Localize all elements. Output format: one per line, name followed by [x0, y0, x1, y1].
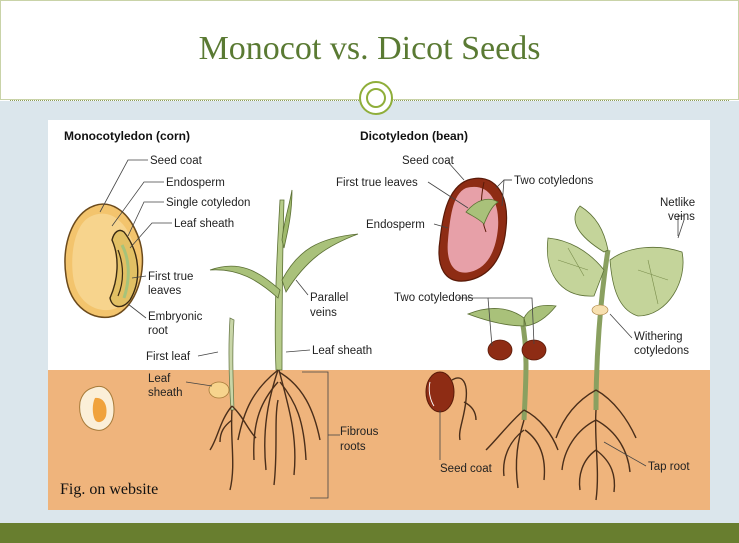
corn-kernel [65, 204, 143, 317]
bean-small-seed [426, 372, 454, 412]
label-withering-cotyledons-2: cotyledons [634, 345, 689, 357]
label-embryonic-root-1: Embryonic [148, 311, 203, 323]
label-monocot-leaf-sheath: Leaf sheath [174, 218, 234, 230]
label-parallel-veins-2: veins [310, 307, 337, 319]
label-bottom-seed-coat: Seed coat [440, 463, 493, 475]
monocot-heading: Monocotyledon (corn) [64, 129, 190, 143]
label-small-leaf-sheath-2: sheath [148, 387, 183, 399]
label-parallel-veins-1: Parallel [310, 292, 348, 304]
label-withering-cotyledons-1: Withering [634, 331, 683, 343]
label-single-cotyledon: Single cotyledon [166, 197, 250, 209]
label-dicot-two-cotyledons: Two cotyledons [514, 175, 594, 187]
label-seedling-two-cotyledons: Two cotyledons [394, 292, 474, 304]
label-small-leaf-sheath-1: Leaf [148, 373, 171, 385]
label-netlike-veins-2: veins [668, 211, 695, 223]
seedling-kernel [209, 382, 229, 398]
label-tap-root: Tap root [648, 461, 690, 473]
label-first-true-leaves-1: First true [148, 271, 193, 283]
label-embryonic-root-2: root [148, 325, 169, 337]
label-fibrous-roots-1: Fibrous [340, 426, 379, 438]
label-plant-leaf-sheath: Leaf sheath [312, 345, 372, 357]
small-corn-kernel [80, 386, 114, 430]
label-first-leaf: First leaf [146, 351, 191, 363]
label-monocot-seed-coat: Seed coat [150, 155, 203, 167]
label-dicot-endosperm: Endosperm [366, 219, 425, 231]
label-first-true-leaves-2: leaves [148, 285, 181, 297]
seed-diagram: Monocotyledon (corn) Dicotyledon (bean) … [48, 120, 710, 510]
dicot-heading: Dicotyledon (bean) [360, 129, 468, 143]
figure-caption: Fig. on website [60, 481, 158, 498]
withering-cotyledon [592, 305, 608, 315]
label-fibrous-roots-2: roots [340, 441, 366, 453]
label-monocot-endosperm: Endosperm [166, 177, 225, 189]
slide-title: Monocot vs. Dicot Seeds [0, 30, 739, 68]
label-netlike-veins-1: Netlike [660, 197, 695, 209]
label-dicot-seed-coat: Seed coat [402, 155, 455, 167]
ornament-inner-ring [366, 88, 386, 108]
seed-diagram-figure: Monocotyledon (corn) Dicotyledon (bean) … [48, 120, 710, 510]
divider-ornament-icon [359, 81, 393, 115]
label-dicot-first-true-leaves: First true leaves [336, 177, 418, 189]
bottom-bar [0, 523, 739, 543]
